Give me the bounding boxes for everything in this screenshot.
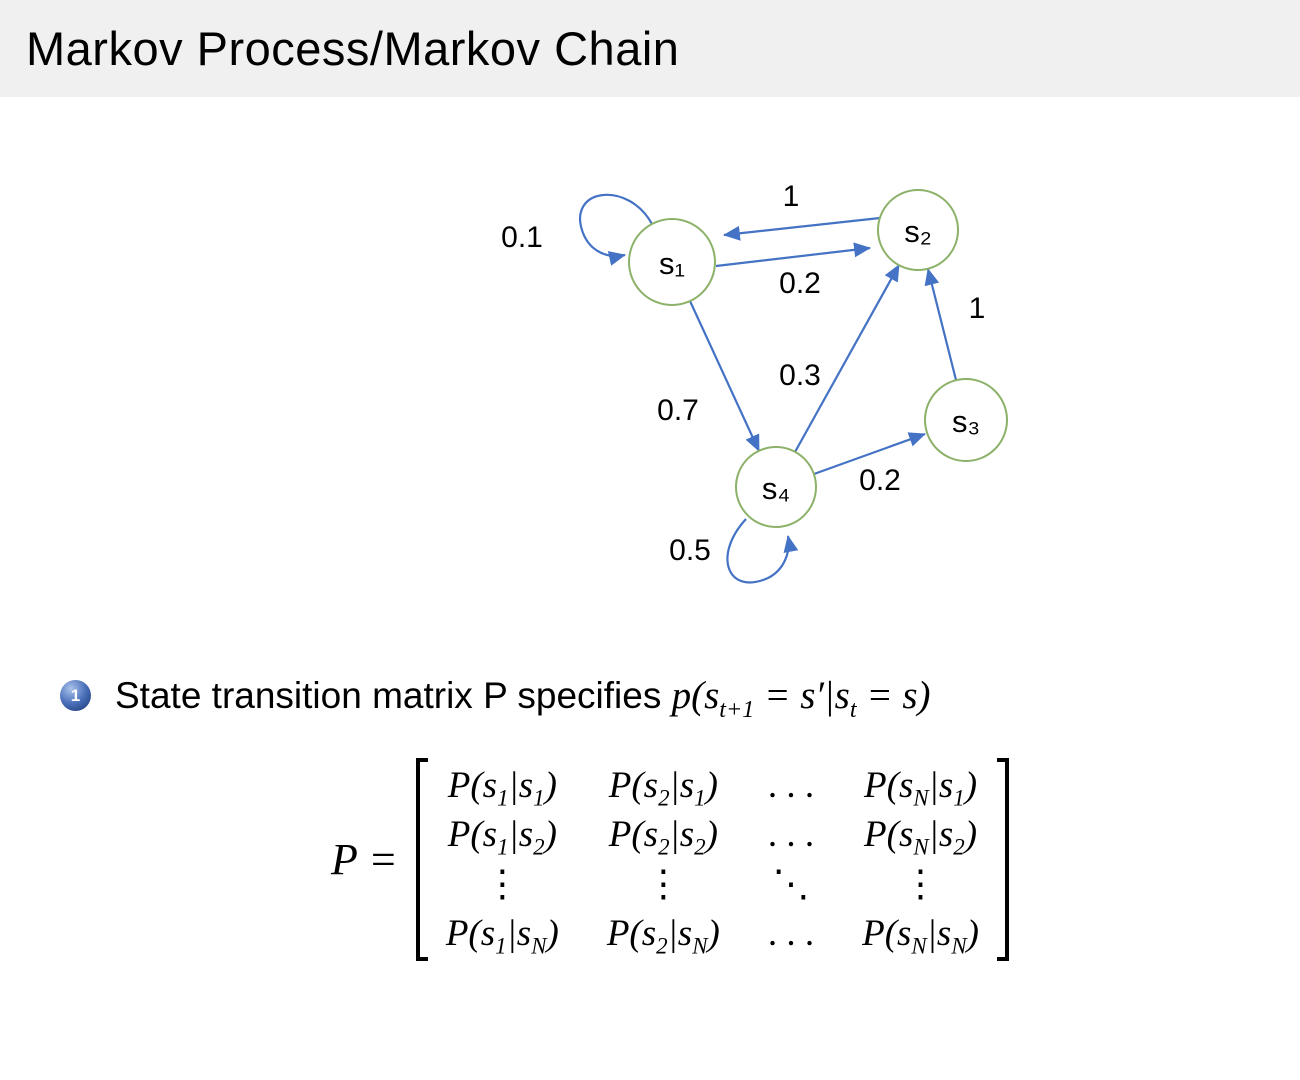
- state-node-s1: [628, 218, 716, 306]
- state-label-s2: s₂: [904, 214, 932, 249]
- bullet-text-plain: State transition matrix P specifies: [115, 675, 672, 716]
- edge-s4-to-s2: [794, 264, 900, 453]
- bullet-number-badge: 1: [60, 680, 91, 711]
- matrix-cell: P(s1|s2): [447, 814, 557, 860]
- matrix-cell: ⋮: [483, 864, 521, 905]
- matrix-cell: P(sN|s2): [864, 814, 978, 860]
- matrix-cell: . . .: [767, 913, 815, 954]
- edge-s4-to-s3: [813, 432, 926, 476]
- edge-label-s2-to-s1: 1: [783, 180, 800, 213]
- matrix-right-bracket: [996, 758, 1009, 961]
- bullet-math-expression: p(st+1 = s′|st = s): [671, 674, 931, 723]
- matrix-left-bracket: [415, 758, 428, 961]
- matrix-cell: . . .: [767, 814, 815, 855]
- matrix-cell: ⋮: [902, 864, 940, 905]
- matrix-grid: P(s1|s1) P(s2|s1) . . . P(sN|s1) P(s1|s2) P(s…: [430, 758, 995, 961]
- matrix-cell: P(sN|s1): [864, 765, 978, 811]
- slide-header: Markov Process/Markov Chain: [0, 0, 1300, 97]
- matrix-cell: P(s1|s1): [447, 765, 557, 811]
- edge-label-s3-to-s2: 1: [969, 292, 986, 325]
- matrix-cell: P(s1|sN): [445, 913, 559, 959]
- state-label-s4: s₄: [762, 471, 790, 506]
- markov-chain-diagram: 0.1 1 0.2 0.7 0.3 1 0.2 0.5 s₁ s₂ s₃ s₄: [0, 140, 1300, 615]
- matrix-cell: P(s2|s1): [608, 765, 718, 811]
- diagram-svg: 0.1 1 0.2 0.7 0.3 1 0.2 0.5 s₁ s₂ s₃ s₄: [501, 180, 1008, 584]
- edge-label-s4-to-s3: 0.2: [859, 464, 901, 497]
- edge-s1-to-s2: [715, 242, 871, 268]
- edge-s2-to-s1: [723, 216, 881, 241]
- edge-s1-to-s4: [689, 300, 760, 452]
- state-node-s2: [877, 189, 959, 271]
- bullet-item: 1 State transition matrix P specifies p(…: [0, 673, 1300, 723]
- edge-label-s4-selfloop: 0.5: [669, 534, 711, 567]
- transition-matrix-equation: P = P(s1|s1) P(s2|s1) . . . P(sN|s1) P(s1|s2…: [40, 758, 1300, 961]
- edge-s4-selfloop: [726, 518, 799, 584]
- edge-label-s1-to-s2: 0.2: [779, 267, 821, 300]
- matrix-cell: . . .: [767, 765, 815, 806]
- matrix-cell: ⋱: [772, 864, 810, 905]
- state-node-s3: [924, 378, 1008, 462]
- edge-label-s1-to-s4: 0.7: [657, 394, 699, 427]
- bullet-text: State transition matrix P specifies p(st…: [115, 673, 931, 723]
- edge-s1-selfloop: [579, 193, 653, 266]
- state-node-s4: [735, 446, 817, 528]
- state-label-s3: s₃: [952, 404, 980, 439]
- slide-title: Markov Process/Markov Chain: [26, 22, 680, 75]
- edge-label-s4-to-s2: 0.3: [779, 359, 821, 392]
- matrix-cell: P(sN|sN): [862, 913, 979, 959]
- matrix-cell: P(s2|s2): [608, 814, 718, 860]
- matrix-cell: P(s2|sN): [606, 913, 720, 959]
- matrix-lhs: P =: [331, 835, 398, 884]
- edge-s3-to-s2: [924, 268, 958, 381]
- state-label-s1: s₁: [659, 246, 685, 281]
- matrix-cell: ⋮: [644, 864, 682, 905]
- edge-label-s1-selfloop: 0.1: [501, 221, 543, 254]
